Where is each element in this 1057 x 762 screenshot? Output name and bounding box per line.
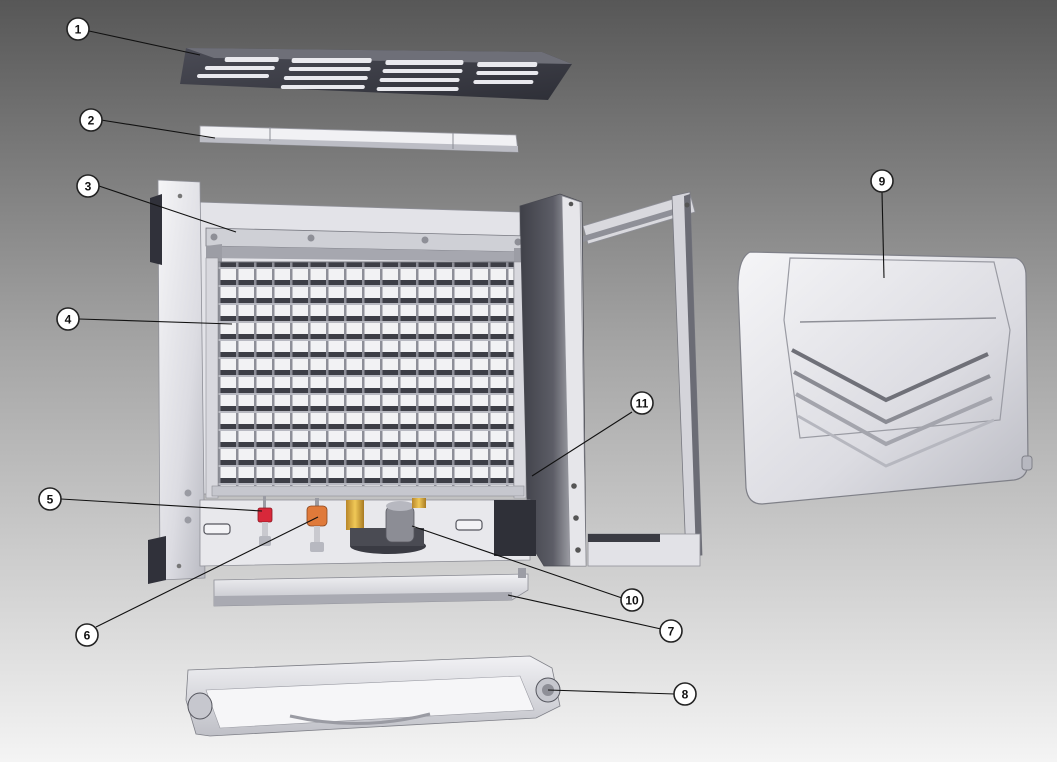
callout-10-label: 10 xyxy=(625,594,639,608)
part-orange-switch xyxy=(306,498,328,552)
callout-4: 4 xyxy=(56,307,80,331)
leader-4 xyxy=(78,318,233,325)
part-spray-bar xyxy=(199,125,519,153)
callout-1: 1 xyxy=(66,17,90,41)
callout-5-label: 5 xyxy=(47,493,54,507)
callout-11-label: 11 xyxy=(636,397,649,411)
callout-3: 3 xyxy=(76,174,100,198)
callout-8: 8 xyxy=(673,682,697,706)
leader-5 xyxy=(60,498,263,512)
callout-7: 7 xyxy=(659,619,683,643)
leader-8 xyxy=(547,689,676,695)
leader-7 xyxy=(507,594,662,630)
callout-10: 10 xyxy=(620,588,644,612)
leader-10 xyxy=(411,525,623,599)
leader-1 xyxy=(88,30,201,56)
leader-lines xyxy=(60,30,885,695)
callout-9-label: 9 xyxy=(879,175,886,189)
part-water-pump xyxy=(346,498,426,554)
callout-3-label: 3 xyxy=(85,180,92,194)
callout-2: 2 xyxy=(79,108,103,132)
callout-4-label: 4 xyxy=(65,313,72,327)
callout-6-label: 6 xyxy=(84,629,91,643)
leader-6 xyxy=(95,516,319,628)
part-lower-tray xyxy=(213,568,529,607)
part-cover-panel xyxy=(737,251,1033,505)
part-evaporator-grid xyxy=(205,257,527,499)
callout-11: 11 xyxy=(630,391,654,415)
callout-1-label: 1 xyxy=(75,23,82,37)
callout-2-label: 2 xyxy=(88,114,95,128)
callout-6: 6 xyxy=(75,623,99,647)
part-rear-frame xyxy=(582,191,703,567)
callout-8-label: 8 xyxy=(682,688,689,702)
part-top-grille xyxy=(180,48,572,100)
leader-2 xyxy=(100,119,216,139)
leader-3 xyxy=(98,185,237,233)
callout-7-label: 7 xyxy=(668,625,675,639)
callout-9: 9 xyxy=(870,169,894,193)
leader-11 xyxy=(531,411,633,477)
leader-9 xyxy=(881,191,885,279)
callout-5: 5 xyxy=(38,487,62,511)
part-distributor-rail xyxy=(205,227,530,268)
